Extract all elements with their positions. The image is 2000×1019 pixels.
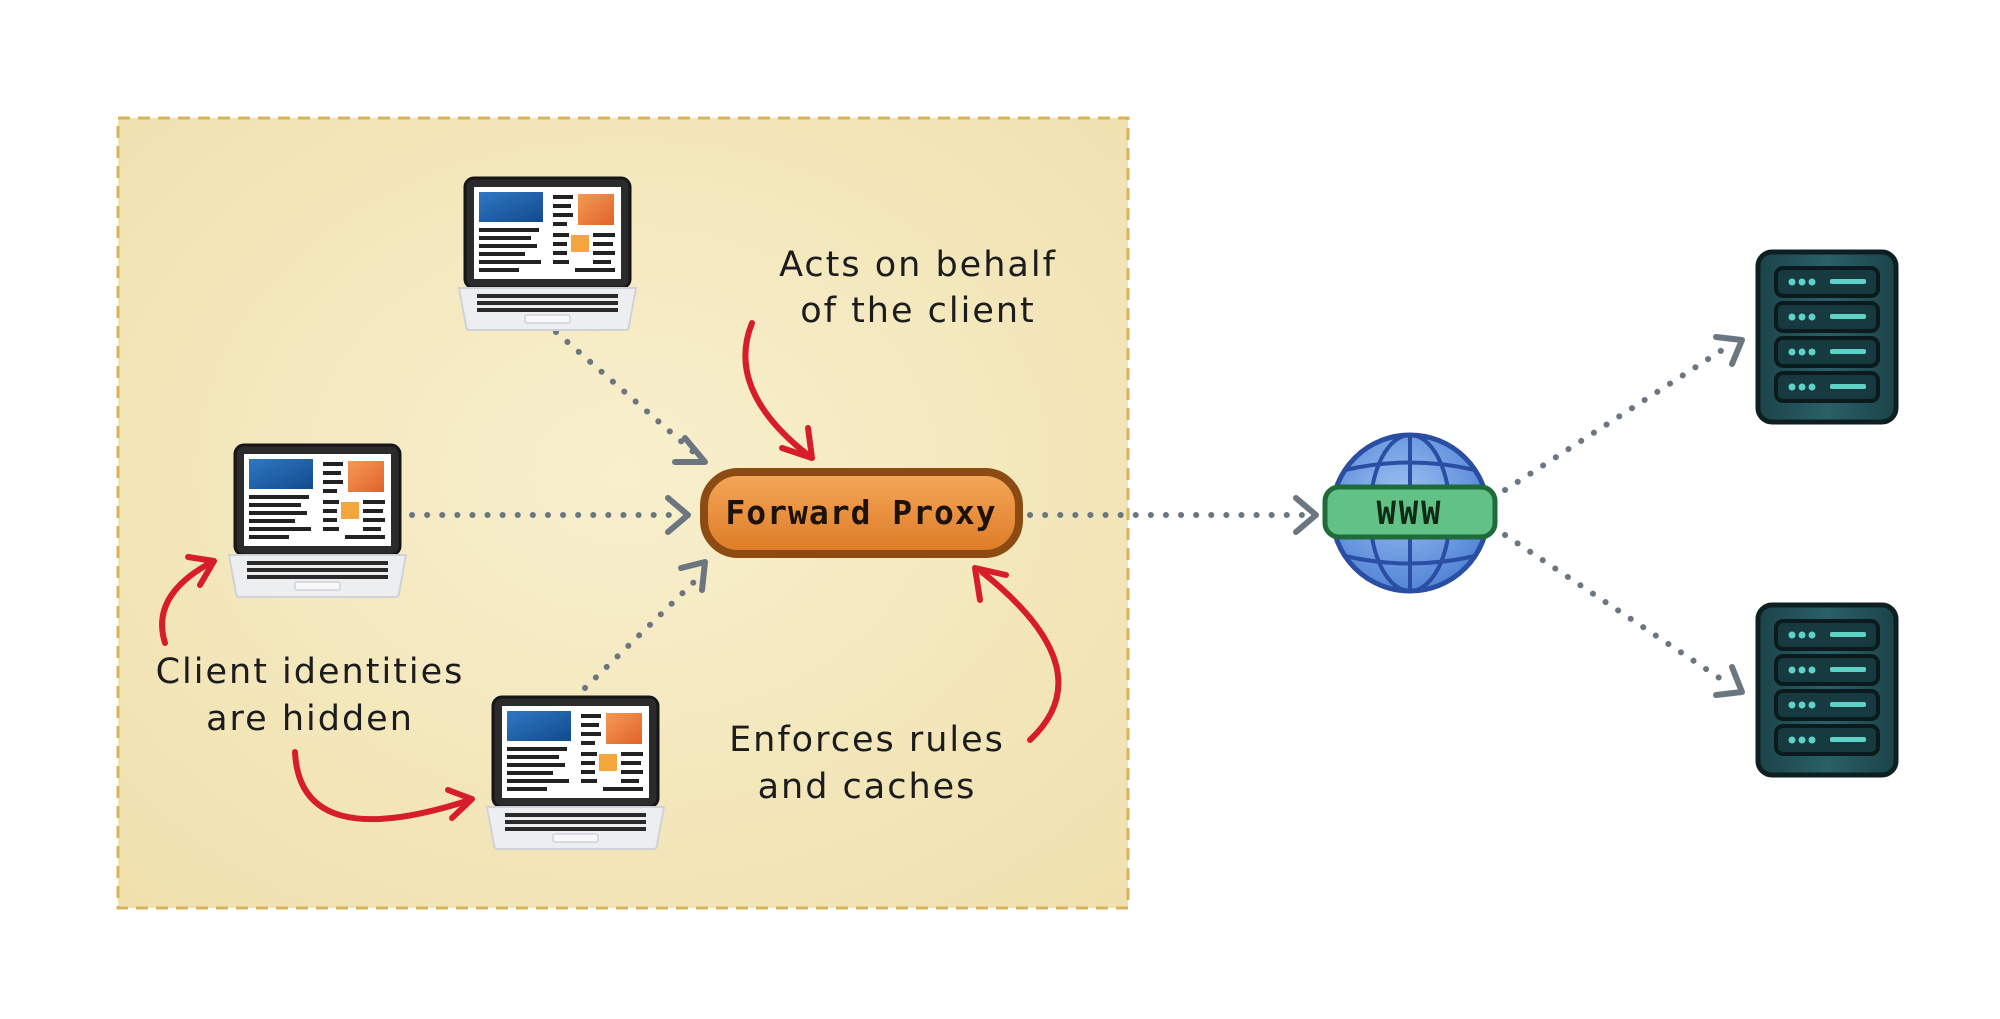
annotation-acts-on-behalf: Acts on behalf of the client (742, 245, 1057, 461)
flow-arrow-www-to-server-top (1502, 334, 1745, 493)
annotation-enforces-rules: Enforces rules and caches (729, 565, 1062, 807)
flow-arrow-middle-client (409, 495, 691, 535)
server-icon (1758, 605, 1896, 775)
annotation-client-identities: Client identities are hidden (156, 554, 475, 823)
laptop-icon (227, 443, 408, 599)
annotation-client-identities-line-2: are hidden (206, 699, 414, 739)
forward-proxy-label: Forward Proxy (725, 493, 996, 532)
annotation-enforces-rules-line-2: and caches (758, 767, 977, 807)
laptop-icon (457, 176, 638, 332)
annotation-acts-on-behalf-line-1: Acts on behalf (779, 245, 1057, 285)
laptop-icon (485, 695, 666, 851)
annotation-enforces-rules-line-1: Enforces rules (729, 720, 1005, 760)
forward-proxy-node: Forward Proxy (700, 468, 1023, 558)
flow-arrow-proxy-to-www (1027, 495, 1319, 535)
flow-arrow-bottom-client (582, 559, 708, 691)
flow-arrow-top-client (553, 329, 708, 465)
annotation-client-identities-line-1: Client identities (156, 652, 465, 692)
flow-arrow-www-to-server-bottom (1502, 532, 1745, 698)
annotation-acts-on-behalf-line-2: of the client (800, 291, 1036, 331)
server-icon (1758, 252, 1896, 422)
www-badge: WWW (1322, 484, 1498, 540)
www-label: WWW (1377, 494, 1444, 532)
